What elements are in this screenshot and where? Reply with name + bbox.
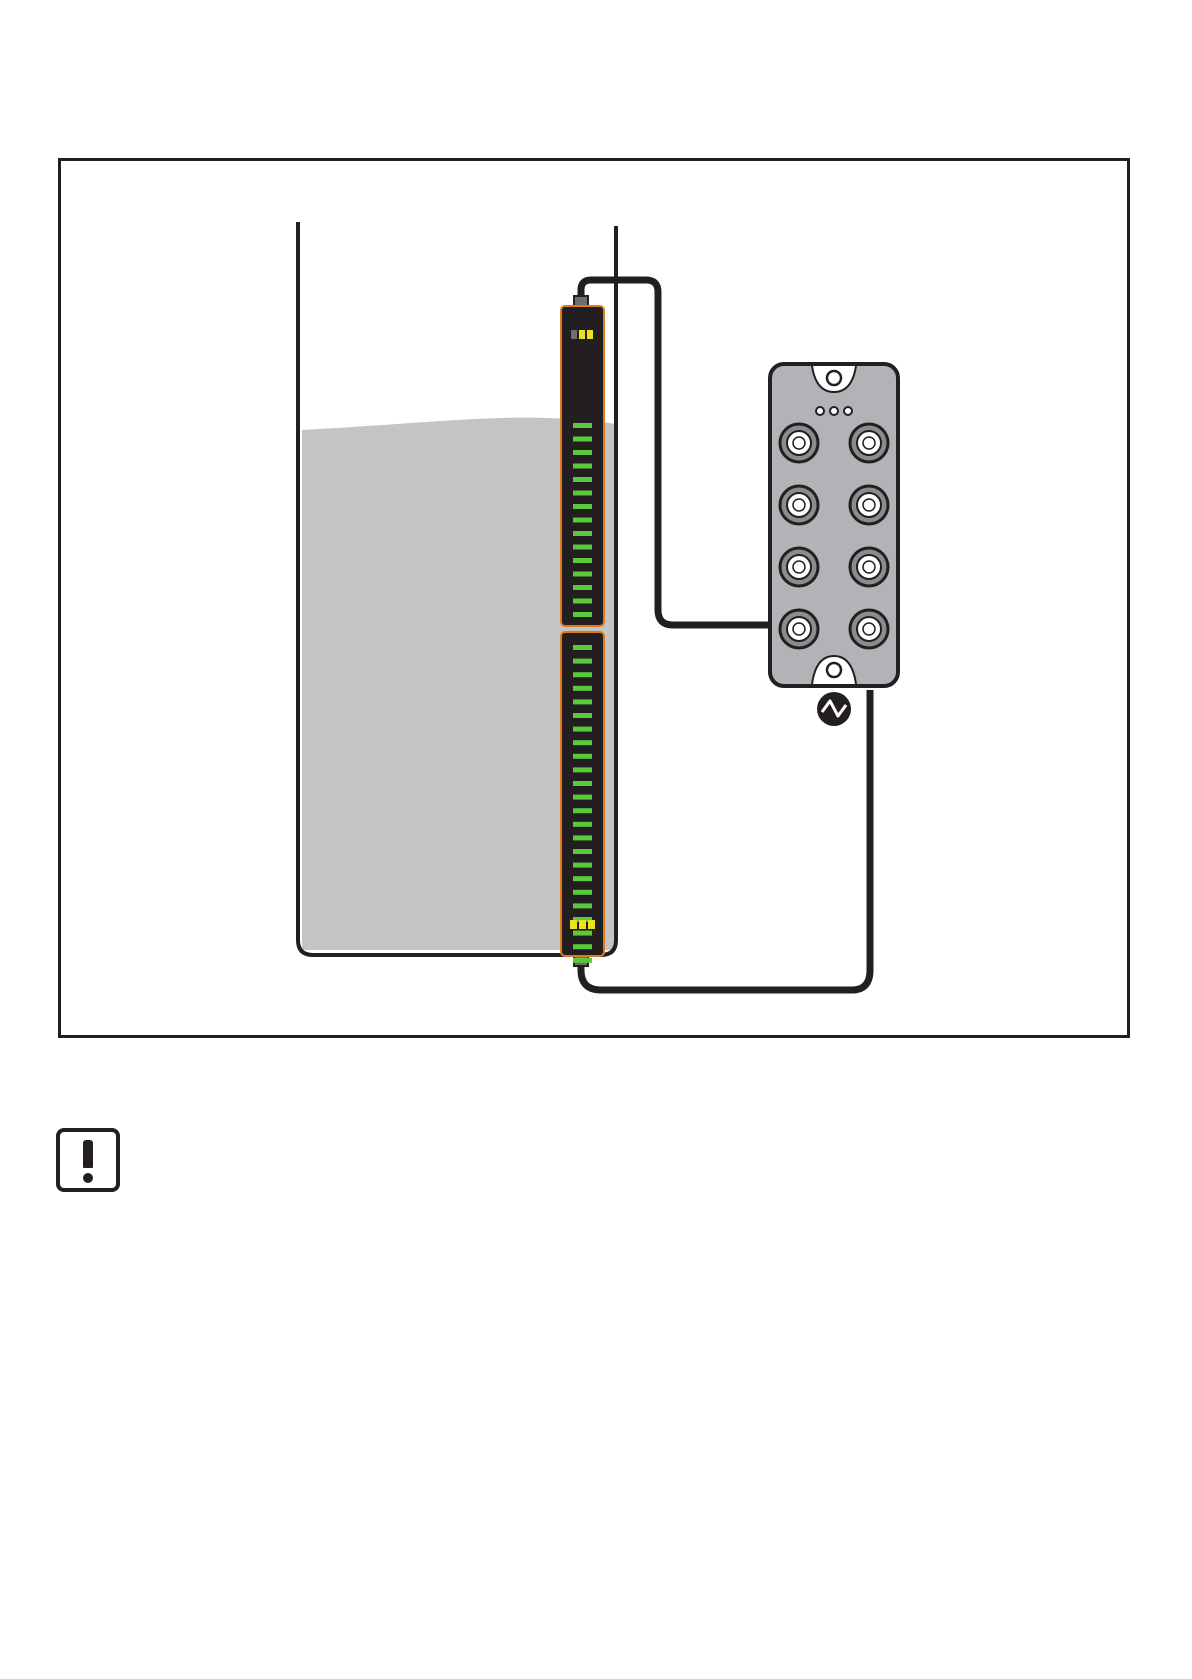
port-connector-icon [780,486,818,524]
port-socket [857,493,881,517]
led-segment [573,699,592,704]
led-segment [573,477,592,482]
port-socket [787,617,811,641]
led-segment [573,423,592,428]
port-socket [787,493,811,517]
led-segment [573,863,592,868]
port-socket [857,555,881,579]
led-segment [573,808,592,813]
led-segment [573,727,592,732]
port-connector-icon [850,424,888,462]
exclamation-icon [56,1128,120,1192]
led-segment [573,876,592,881]
port-socket [787,431,811,455]
port-socket [857,431,881,455]
led-segment [573,835,592,840]
status-led [587,330,593,339]
status-led [588,920,595,929]
led-segment [573,572,592,577]
led-segment [573,713,592,718]
status-led [579,920,586,929]
led-segment [573,450,592,455]
led-segment [573,659,592,664]
cable-lower [581,690,870,990]
led-segment [573,740,592,745]
hub-status-led [830,407,838,415]
led-segment [573,795,592,800]
led-segment [573,518,592,523]
led-segment [573,944,592,949]
port-connector-icon [780,424,818,462]
led-segment [573,822,592,827]
led-segment [573,686,592,691]
led-segment [573,754,592,759]
top-status-leds [571,330,593,339]
led-segment [573,781,592,786]
exclamation-bar [83,1140,93,1168]
led-segment [573,931,592,936]
port-socket [857,617,881,641]
status-led [579,330,585,339]
led-segment [573,531,592,536]
level-sensor-diagram [0,0,1192,1100]
port-socket [787,555,811,579]
port-connector-icon [850,610,888,648]
port-connector-icon [850,486,888,524]
sensor-connector-top [574,296,588,306]
led-segment [573,903,592,908]
hub-status-led [844,407,852,415]
io-link-master-hub [770,364,898,686]
hub-status-led [816,407,824,415]
led-segment [573,958,592,963]
exclamation-dot [83,1173,93,1183]
led-segment [573,464,592,469]
port-connector-icon [780,548,818,586]
led-segment [573,599,592,604]
led-segment [573,612,592,617]
upper-led-bar [573,423,592,617]
status-led [571,330,577,339]
status-led [570,920,577,929]
bottom-status-leds [570,920,595,929]
led-segment [573,545,592,550]
led-segment [573,849,592,854]
led-segment [573,558,592,563]
mount-hole-top-icon [827,371,841,385]
led-segment [573,672,592,677]
io-link-icon [817,692,851,726]
hub-status-leds [816,407,852,415]
led-segment [573,437,592,442]
led-segment [573,491,592,496]
port-connector-icon [850,548,888,586]
led-segment [573,585,592,590]
mount-hole-bottom-icon [827,663,841,677]
led-segment [573,890,592,895]
led-segment [573,767,592,772]
port-connector-icon [780,610,818,648]
led-segment [573,504,592,509]
led-segment [573,645,592,650]
